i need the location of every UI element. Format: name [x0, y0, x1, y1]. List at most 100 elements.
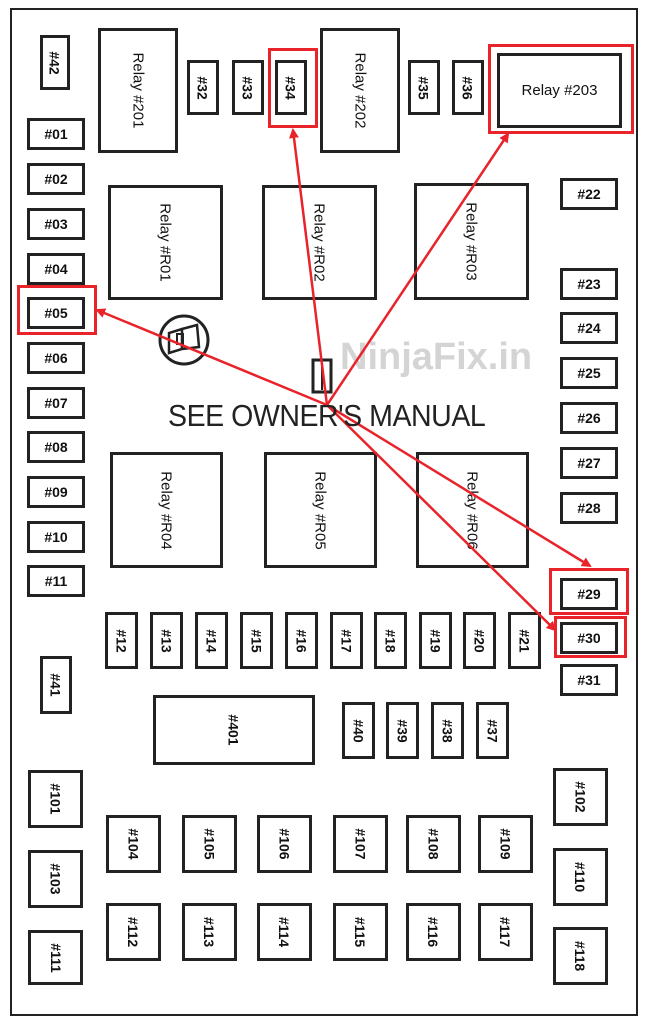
component-label: #05	[44, 305, 68, 321]
fuse-106: #106	[257, 815, 312, 873]
relay-relayr04: Relay #R04	[110, 452, 223, 568]
component-label: #30	[577, 630, 601, 646]
fuse-32: #32	[187, 60, 219, 115]
fuse-17: #17	[330, 612, 363, 669]
fuse-113: #113	[182, 903, 237, 961]
fuse-07: #07	[27, 387, 85, 419]
fuse-118: #118	[553, 927, 608, 985]
fuse-115: #115	[333, 903, 388, 961]
fuse-105: #105	[182, 815, 237, 873]
arrow-to-29	[326, 403, 592, 568]
component-label: #07	[44, 395, 68, 411]
fuse-37: #37	[476, 702, 509, 759]
fuse-03: #03	[27, 208, 85, 240]
fuse-104: #104	[106, 815, 161, 873]
fuse-box-outline	[10, 8, 638, 1016]
fuse-29: #29	[560, 578, 618, 610]
fuse-109: #109	[478, 815, 533, 873]
fuse-116: #116	[406, 903, 461, 961]
fuse-107: #107	[333, 815, 388, 873]
fuse-117: #117	[478, 903, 533, 961]
fuse-30: #30	[560, 622, 618, 654]
relay-relayr03: Relay #R03	[414, 183, 529, 300]
fuse-28: #28	[560, 492, 618, 524]
fuse-26: #26	[560, 402, 618, 434]
fuse-27: #27	[560, 447, 618, 479]
component-label: #26	[577, 410, 601, 426]
fuse-108: #108	[406, 815, 461, 873]
fuse-20: #20	[463, 612, 496, 669]
fuse-25: #25	[560, 357, 618, 389]
component-label: #24	[577, 320, 601, 336]
fuse-34: #34	[275, 60, 307, 115]
watermark: NinjaFix.in	[340, 336, 533, 378]
fuse-102: #102	[553, 768, 608, 826]
component-label: #31	[577, 672, 601, 688]
fuse-18: #18	[374, 612, 407, 669]
fuse-41: #41	[40, 656, 72, 714]
component-label: #04	[44, 261, 68, 277]
fuse-112: #112	[106, 903, 161, 961]
relay-relayr02: Relay #R02	[262, 185, 377, 300]
fuse-16: #16	[285, 612, 318, 669]
fuse-05: #05	[27, 297, 85, 329]
fuse-21: #21	[508, 612, 541, 669]
fuse-33: #33	[232, 60, 264, 115]
fuse-06: #06	[27, 342, 85, 374]
fuse-19: #19	[419, 612, 452, 669]
fuse-38: #38	[431, 702, 464, 759]
fuse-22: #22	[560, 178, 618, 210]
fuse-40: #40	[342, 702, 375, 759]
fuse-401: #401	[153, 695, 315, 765]
fuse-08: #08	[27, 431, 85, 463]
fuse-11: #11	[27, 565, 85, 597]
relay-relayr01: Relay #R01	[108, 185, 223, 300]
fuse-15: #15	[240, 612, 273, 669]
relay-relay203: Relay #203	[497, 53, 622, 128]
component-label: #10	[44, 529, 68, 545]
component-label: #27	[577, 455, 601, 471]
fuse-01: #01	[27, 118, 85, 150]
fuse-12: #12	[105, 612, 138, 669]
component-label: #09	[44, 484, 68, 500]
fuse-09: #09	[27, 476, 85, 508]
fuse-13: #13	[150, 612, 183, 669]
fuse-24: #24	[560, 312, 618, 344]
relay-relay201: Relay #201	[98, 28, 178, 153]
component-label: #03	[44, 216, 68, 232]
fuse-39: #39	[386, 702, 419, 759]
component-label: #28	[577, 500, 601, 516]
highlight-30	[554, 616, 627, 658]
component-label: #06	[44, 350, 68, 366]
component-label: #23	[577, 276, 601, 292]
component-label: #29	[577, 586, 601, 602]
highlight-relay203	[488, 44, 634, 134]
see-owners-manual-text: SEE OWNER'S MANUAL	[168, 398, 486, 433]
highlight-29	[549, 568, 629, 615]
fuse-35: #35	[408, 60, 440, 115]
highlight-05	[17, 285, 97, 335]
fuse-04: #04	[27, 253, 85, 285]
fuse-114: #114	[257, 903, 312, 961]
fuse-10: #10	[27, 521, 85, 553]
arrow-to-relay203	[325, 132, 510, 406]
fuse-02: #02	[27, 163, 85, 195]
arrow-to-34	[289, 128, 329, 406]
component-label: #22	[577, 186, 601, 202]
fuse-42: #42	[40, 35, 70, 90]
arrow-to-05	[95, 308, 328, 407]
relay-relay202: Relay #202	[320, 28, 400, 153]
relay-relayr05: Relay #R05	[264, 452, 377, 568]
fuse-36: #36	[452, 60, 484, 115]
fuse-101: #101	[28, 770, 83, 828]
component-label: #25	[577, 365, 601, 381]
highlight-34	[268, 48, 318, 128]
component-label: #01	[44, 126, 68, 142]
fuse-103: #103	[28, 850, 83, 908]
fuse-31: #31	[560, 664, 618, 696]
arrow-to-30	[326, 404, 557, 632]
component-label: #08	[44, 439, 68, 455]
fuse-23: #23	[560, 268, 618, 300]
fuse-111: #111	[28, 930, 83, 985]
